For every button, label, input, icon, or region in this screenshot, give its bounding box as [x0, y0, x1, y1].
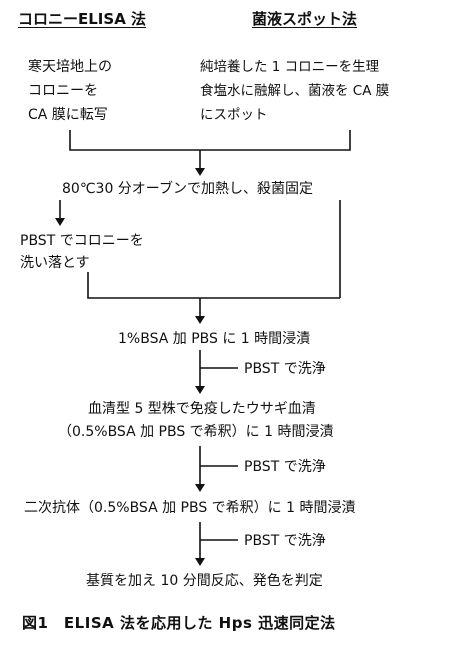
arrowhead-to-heat — [195, 168, 205, 176]
right-box-line-2: 食塩水に融解し、菌液を CA 膜 — [200, 83, 390, 99]
left-box-line-3: CA 膜に転写 — [28, 107, 108, 123]
step-wash-colony-line-1: PBST でコロニーを — [20, 233, 144, 249]
side-wash-2: PBST で洗浄 — [244, 459, 326, 475]
arrowhead-to-bsa — [195, 316, 205, 324]
arrowhead-to-substrate — [195, 558, 205, 566]
side-wash-3: PBST で洗浄 — [244, 533, 326, 549]
step-substrate: 基質を加え 10 分間反応、発色を判定 — [86, 573, 323, 589]
step-wash-colony-line-2: 洗い落とす — [20, 255, 90, 271]
left-box-line-1: 寒天培地上の — [28, 59, 112, 75]
arrowhead-to-serum — [195, 386, 205, 394]
header-colony-elisa: コロニーELISA 法 — [18, 10, 147, 28]
header-spot-method: 菌液スポット法 — [252, 10, 358, 28]
step-bsa-block: 1%BSA 加 PBS に 1 時間浸漬 — [118, 331, 311, 347]
step-serum-line-2: （0.5%BSA 加 PBS で希釈）に 1 時間浸漬 — [58, 424, 334, 440]
step-serum-line-1: 血清型 5 型株で免疫したウサギ血清 — [88, 401, 316, 417]
connector-merge-bracket — [87, 272, 340, 299]
figure-caption: 図1 ELISA 法を応用した Hps 迅速同定法 — [22, 614, 336, 632]
step-secondary-antibody: 二次抗体（0.5%BSA 加 PBS で希釈）に 1 時間浸漬 — [24, 500, 356, 516]
connector-top-bracket — [69, 130, 351, 151]
right-box-line-1: 純培養した 1 コロニーを生理 — [200, 59, 380, 75]
side-wash-1: PBST で洗浄 — [244, 361, 326, 377]
arrowhead-to-wash-colony — [55, 218, 65, 226]
arrowhead-to-secondary — [195, 484, 205, 492]
right-box-line-3: にスポット — [200, 107, 268, 123]
step-heat-fix: 80℃30 分オーブンで加熱し、殺菌固定 — [62, 181, 313, 197]
left-box-line-2: コロニーを — [28, 83, 98, 99]
